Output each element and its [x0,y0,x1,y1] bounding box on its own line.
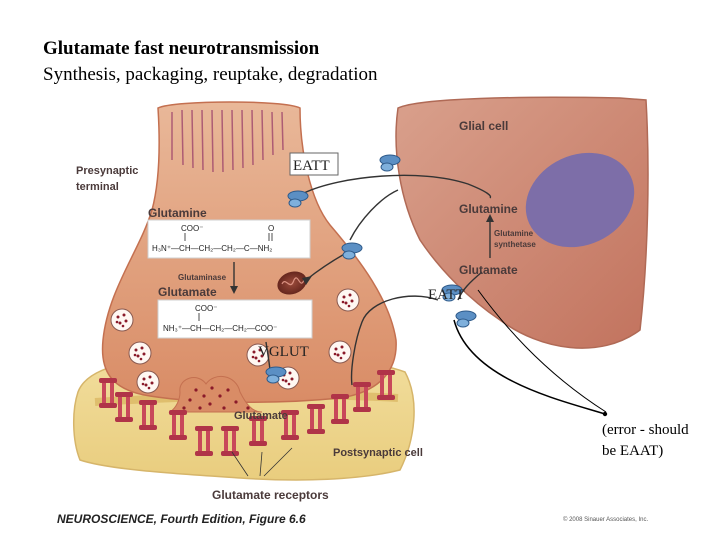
axon-striations [171,109,284,173]
postsynaptic-cell-label: Postsynaptic cell [333,447,423,459]
glutamine-formula-main: H₃N⁺—CH—CH₂—CH₂—C—NH₂ [152,244,272,253]
eatt-top-label: EATT [293,158,330,174]
glutamate-receptors-label: Glutamate receptors [212,488,329,502]
glutamate-formula-top: COO⁻ [195,304,217,313]
title-line-1: Glutamate fast neurotransmission [43,38,320,59]
error-note-line-1: (error - should [602,422,689,438]
eatt-bottom-label: EATT [428,287,465,303]
title-line-2: Synthesis, packaging, reuptake, degradat… [43,64,378,85]
mitochondrion [277,271,307,295]
glutamine-formula-o: O [268,224,274,233]
glial-cell-label: Glial cell [459,119,508,133]
presynaptic-label-1: Presynaptic [76,165,138,177]
error-note-arrow [453,319,606,415]
error-note: (error - should be EAAT) [602,420,689,462]
glutamate-formula-main: NH₃⁺—CH—CH₂—CH₂—COO⁻ [163,324,277,333]
glutaminase-label: Glutaminase [178,273,227,282]
glutamine-synthetase-label-1: Glutamine [494,229,534,238]
glutamate-right-label: Glutamate [459,263,518,277]
glial-nucleus [525,152,635,248]
glutamate-cleft-label: Glutamate [234,410,288,422]
glutamine-synthetase-label-2: synthetase [494,240,536,249]
eatt-top-box [289,152,339,176]
exocytosis-bulge [168,376,263,413]
glutamine-formula-top: COO⁻ [181,224,203,233]
figure-credit: NEUROSCIENCE, Fourth Edition, Figure 6.6 [57,512,306,526]
glutamine-right-label: Glutamine [459,202,518,216]
cleft-glutamate-dots [182,386,250,410]
copyright-notice: © 2008 Sinauer Associates, Inc. [563,517,649,523]
glutamate-left-label: Glutamate [158,285,217,299]
error-note-line-2: be EAAT) [602,443,664,459]
glutamate-structure-box [157,299,313,339]
presynaptic-label-2: terminal [76,181,119,193]
glutamine-structure-box [147,219,311,259]
slide-title: Glutamate fast neurotransmission Synthes… [43,36,378,88]
glutamine-left-label: Glutamine [148,206,207,220]
vglut-label: VGLUT [258,344,309,360]
